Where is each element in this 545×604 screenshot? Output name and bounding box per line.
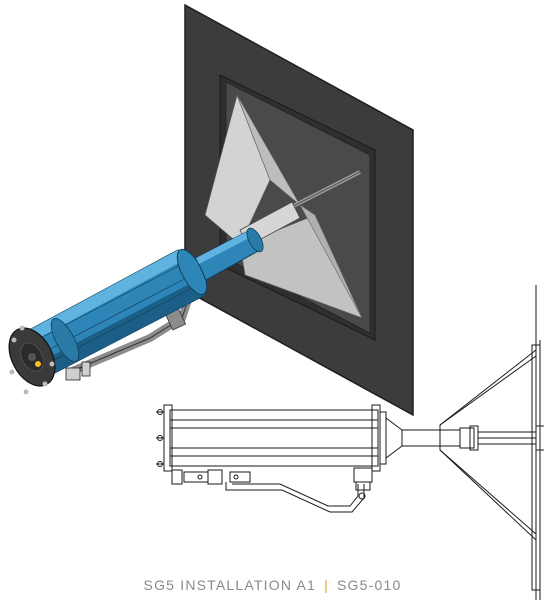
side-cylinder: [169, 409, 379, 467]
side-elevation-view: [156, 404, 537, 513]
side-bracket: [225, 482, 365, 513]
caption-title: SG5 INSTALLATION A1: [143, 577, 316, 593]
side-lance-tube: [401, 429, 461, 447]
caption-code: SG5-010: [337, 577, 402, 593]
caption-separator: |: [324, 577, 329, 593]
section-hood: [439, 348, 537, 542]
hood-section-view: [439, 285, 544, 600]
isometric-view: [8, 3, 414, 417]
lance-cylinder: [19, 248, 208, 379]
figure-caption: SG5 INSTALLATION A1 | SG5-010: [0, 577, 545, 593]
lance-end-cap: [8, 325, 56, 395]
